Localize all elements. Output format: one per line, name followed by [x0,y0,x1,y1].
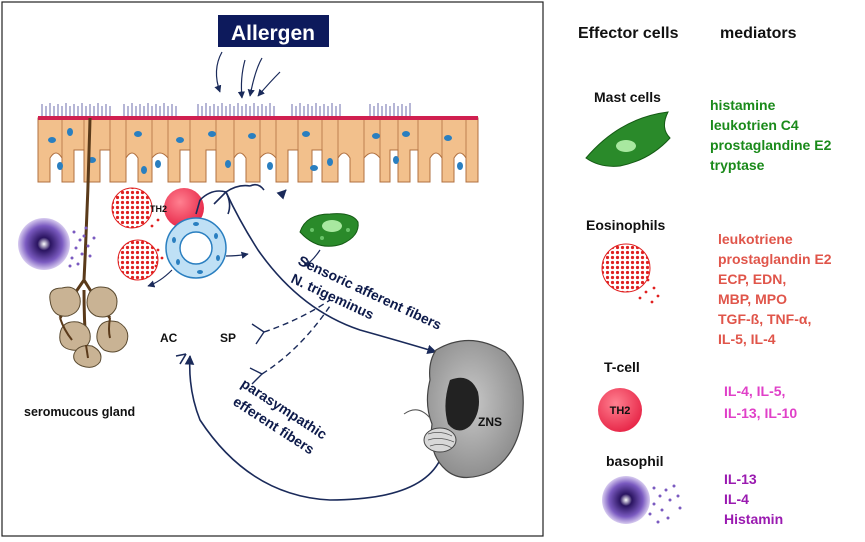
cell-name-mast: Mast cells [594,89,661,105]
mediator-baso-0: IL-13 [724,471,757,487]
th2-label-left: TH2 [150,204,167,214]
cell-name-eosinophils: Eosinophils [586,217,666,233]
mediator-eos-2: ECP, EDN, [718,271,786,287]
mediator-eos-3: MBP, MPO [718,291,787,307]
mediator-mast-2: prostaglandine E2 [710,137,832,153]
mediator-tcell-1: IL-13, IL-10 [724,405,797,421]
mediator-baso-1: IL-4 [724,491,749,507]
tcell-icon: TH2 [598,388,642,432]
epithelium [37,103,479,183]
zns-label: ZNS [478,415,502,429]
mediator-mast-1: leukotrien C4 [710,117,799,133]
mediator-tcell-0: IL-4, IL-5, [724,383,785,399]
mediator-baso-2: Histamin [724,511,783,527]
basophil-left [18,218,96,270]
vessel-arrows [147,251,249,288]
mediator-eos-0: leukotriene [718,231,793,247]
right-panel: Effector cells mediators Mast cells hist… [578,25,832,527]
allergen-label: Allergen [231,22,315,45]
header-mediators: mediators [720,25,797,42]
mediator-eos-1: prostaglandin E2 [718,251,832,267]
mediator-mast-3: tryptase [710,157,765,173]
mast-arrow [303,249,321,267]
basophil-icon [602,476,682,524]
gland-label: seromucous gland [24,405,135,419]
mediator-eos-5: IL-5, IL-4 [718,331,776,347]
eosinophil-icon [601,243,660,304]
eosinophil-cluster [111,187,164,281]
header-cells: Effector cells [578,25,679,42]
cell-name-tcell: T-cell [604,359,640,375]
mediator-mast-0: histamine [710,97,776,113]
ac-label: AC [160,331,178,345]
tcell-badge: TH2 [610,405,631,417]
mediator-eos-4: TGF-ß, TNF-α, [718,311,811,327]
seromucous-gland [49,286,129,368]
brain-zns: ZNS [403,339,524,479]
synapse-endings [249,323,265,385]
sensory-nerve [195,183,437,355]
allergen-arrows [214,51,281,99]
mast-cell-icon [585,111,671,167]
blood-vessel [165,217,227,279]
gland-duct-branches [59,317,111,359]
mast-cell-tissue [299,213,359,247]
sp-label: SP [220,331,236,345]
parasympathetic-nerve [175,353,441,501]
allergen-box: Allergen [216,13,331,49]
cell-name-basophil: basophil [606,453,664,469]
